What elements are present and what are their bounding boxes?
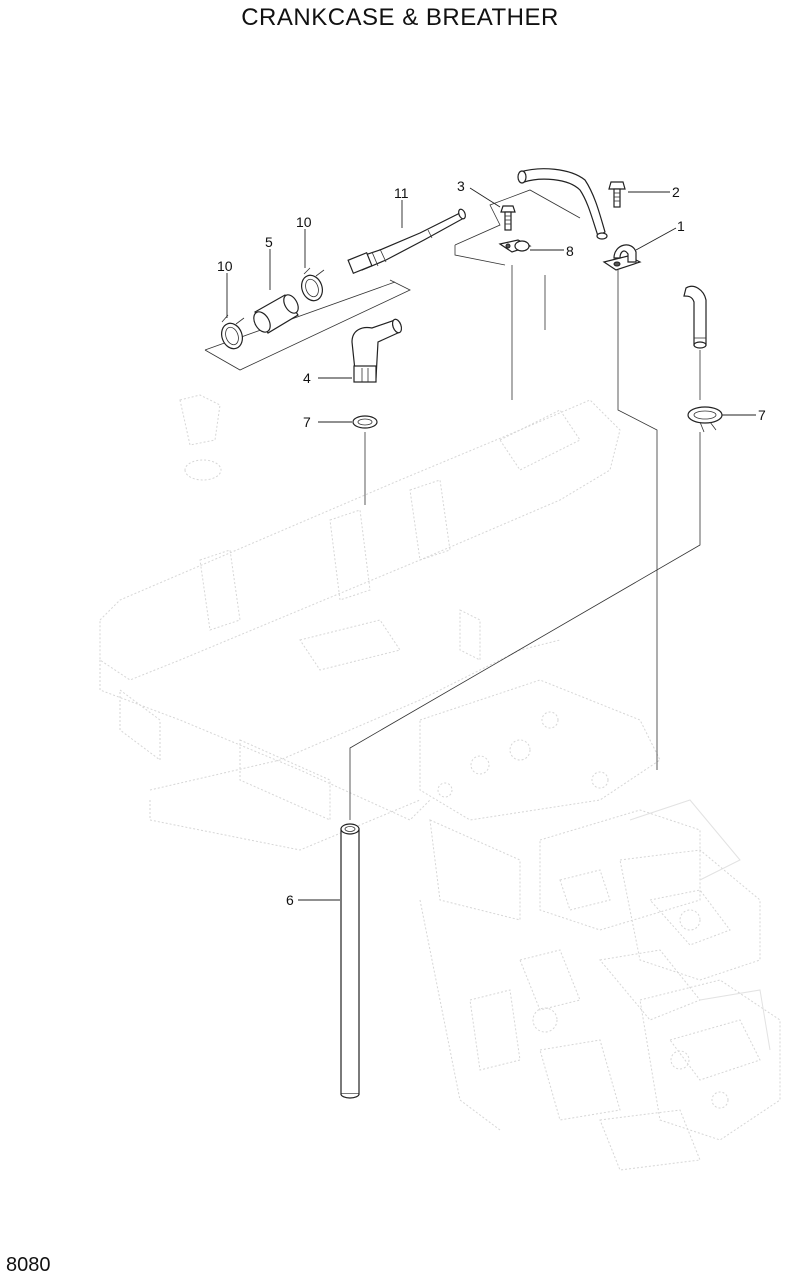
curved-breather-hose (517, 168, 608, 240)
part-11-breather-tube (347, 208, 466, 275)
bent-pipe-right (683, 285, 707, 349)
part-10-clamp-left (221, 314, 245, 350)
callout-11: 11 (394, 185, 409, 201)
part-6-long-pipe (340, 823, 360, 1099)
part-7-o-ring-left (352, 415, 378, 429)
leader-lines (204, 187, 756, 901)
page-number: 8080 (6, 1254, 51, 1276)
callout-3: 3 (457, 178, 465, 194)
part-4-elbow-fitting (351, 318, 403, 383)
callout-6: 6 (286, 892, 294, 908)
part-2-bolt (608, 181, 626, 208)
callout-7-right: 7 (758, 407, 766, 423)
callout-10-right: 10 (296, 214, 312, 230)
callout-4: 4 (303, 370, 311, 386)
callout-5: 5 (265, 234, 273, 250)
part-5-hose (253, 294, 299, 334)
callout-2: 2 (672, 184, 680, 200)
part-10-clamp-right (301, 267, 325, 302)
part-7-o-ring-right (687, 406, 723, 433)
callout-7-left: 7 (303, 414, 311, 430)
diagram-title: CRANKCASE & BREATHER (241, 4, 559, 31)
part-8-clip (498, 239, 532, 253)
callout-10-left: 10 (217, 258, 233, 274)
part-1-clamp-bracket (602, 244, 642, 271)
part-3-bolt (500, 205, 516, 231)
callout-labels: 11 10 10 5 3 2 1 8 4 7 7 6 (217, 178, 766, 908)
engine-block-ghost (99, 394, 781, 1171)
callout-8: 8 (566, 243, 574, 259)
callout-1: 1 (677, 218, 685, 234)
